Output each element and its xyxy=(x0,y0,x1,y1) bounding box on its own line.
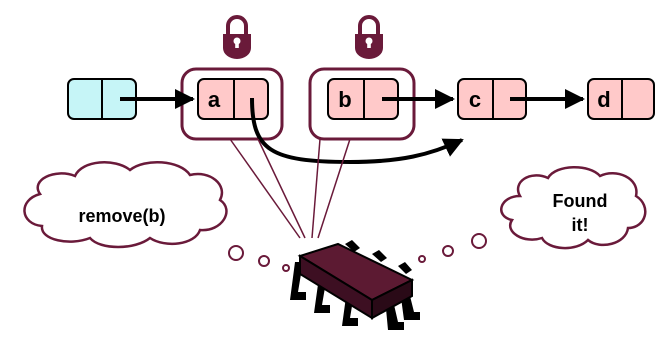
node-label-c: c xyxy=(469,87,481,112)
arrow-a-to-c-bypass xyxy=(250,97,464,165)
thought-bubbles-right xyxy=(418,233,487,263)
thread-focus-lines xyxy=(229,138,351,239)
padlock-icon xyxy=(223,15,251,59)
thought-right-line1: Found xyxy=(553,191,608,211)
node-label-d: d xyxy=(597,87,610,112)
thought-right-line2: it! xyxy=(572,215,589,235)
lock-outline-b xyxy=(308,67,416,141)
thought-cloud-right: Found it! xyxy=(500,166,647,250)
thought-cloud-left: remove(b) xyxy=(23,160,228,249)
node-label-b: b xyxy=(338,87,351,112)
cpu-chip-icon xyxy=(290,240,420,330)
thought-left-text: remove(b) xyxy=(78,206,165,226)
padlock-icon xyxy=(355,15,383,59)
list-node-a: a xyxy=(197,78,269,120)
list-node-d: d xyxy=(587,78,655,120)
thought-bubbles-left xyxy=(228,245,290,272)
list-node-head xyxy=(67,78,137,120)
node-label-a: a xyxy=(208,87,221,112)
